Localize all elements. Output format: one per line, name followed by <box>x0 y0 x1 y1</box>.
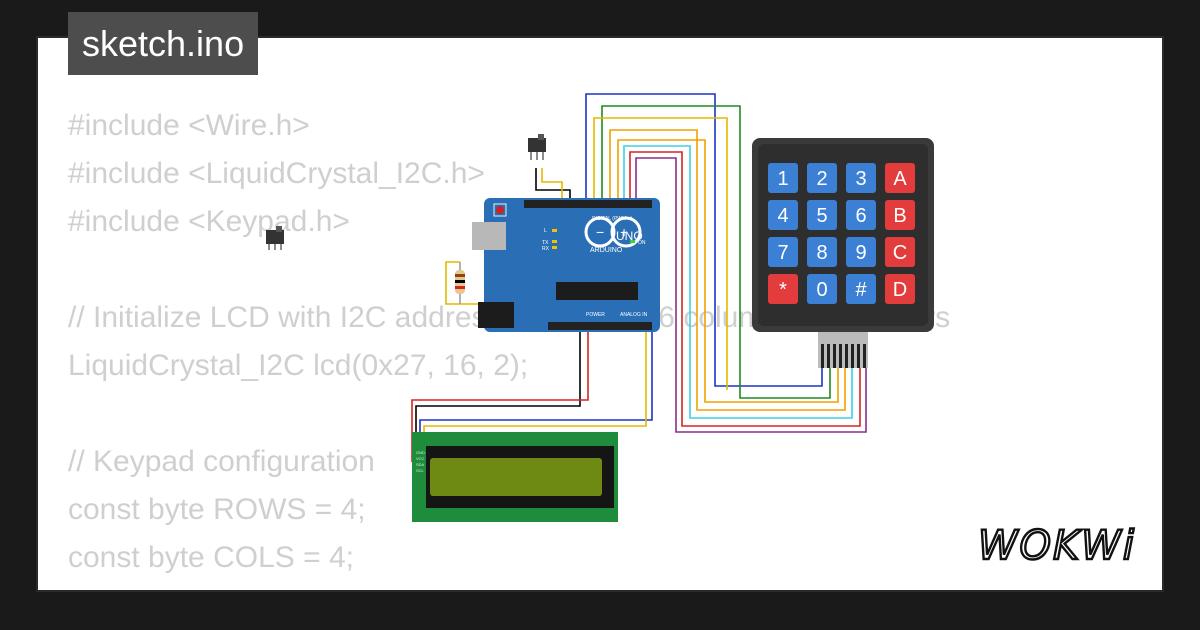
code-line: #include <Keypad.h> <box>68 205 350 238</box>
wire-yellow <box>593 117 728 390</box>
arduino-model-label: UNO <box>616 229 643 243</box>
keypad-key[interactable]: 3 <box>846 163 876 193</box>
keypad-key[interactable]: 1 <box>768 163 798 193</box>
keypad-pin <box>857 344 860 368</box>
keypad-key[interactable]: D <box>885 274 915 304</box>
keypad-pin <box>863 344 866 368</box>
keypad-key-label: 3 <box>855 168 866 190</box>
code-line: LiquidCrystal_I2C lcd(0x27, 16, 2); <box>68 349 529 382</box>
slide-switch-2[interactable] <box>266 226 284 250</box>
keypad-key[interactable]: 4 <box>768 200 798 230</box>
keypad-key-label: 7 <box>777 242 788 264</box>
resistor[interactable] <box>455 262 465 304</box>
file-tab[interactable]: sketch.ino <box>68 12 259 75</box>
keypad-key-label: # <box>855 279 867 301</box>
keypad-key[interactable]: 6 <box>846 200 876 230</box>
wokwi-logo-mark: WOKWi <box>977 522 1136 570</box>
slide-switch[interactable] <box>528 134 546 160</box>
keypad-key[interactable]: C <box>885 237 915 267</box>
circuit-diagram: − + UNO ARDUINO DIGITAL (PWM ~) POWER AN… <box>266 93 934 522</box>
svg-text:−: − <box>596 224 604 240</box>
keypad-pin <box>827 344 830 368</box>
keypad-key-label: 4 <box>777 205 788 227</box>
wire-orange-2 <box>617 139 839 403</box>
code-line: const byte COLS = 4; <box>68 541 354 574</box>
wire-orange <box>609 129 846 411</box>
code-line: #include <Wire.h> <box>68 109 310 142</box>
keypad-pin <box>845 344 848 368</box>
keypad-key-label: D <box>893 279 907 301</box>
keypad-key[interactable]: 8 <box>807 237 837 267</box>
arduino-rx-label: RX <box>542 246 550 252</box>
wire-switch-yellow <box>541 168 563 210</box>
code-line: // Keypad configuration <box>68 445 375 478</box>
keypad-key-label: 6 <box>855 205 866 227</box>
arduino-uno[interactable]: − + UNO ARDUINO DIGITAL (PWM ~) POWER AN… <box>472 198 660 332</box>
lcd-pin-label: VCC <box>416 456 425 461</box>
keypad-key[interactable]: 9 <box>846 237 876 267</box>
wire-purple <box>635 157 867 433</box>
wokwi-logo: WOKWi <box>976 522 1146 574</box>
lcd-pin-label: SDA <box>416 462 425 467</box>
arduino-power-label: POWER <box>586 312 605 318</box>
code-line: const byte ROWS = 4; <box>68 493 366 526</box>
keypad-key-label: 5 <box>816 205 827 227</box>
wire-green <box>601 105 831 399</box>
keypad[interactable]: 1 2 3 A 4 5 6 B 7 8 9 C * 0 # D <box>752 138 934 368</box>
arduino-on-label: ON <box>638 240 646 246</box>
keypad-key-label: 9 <box>855 242 866 264</box>
keypad-key-label: A <box>893 168 907 190</box>
wire-resistor-yellow <box>445 261 480 305</box>
keypad-key-label: 1 <box>777 168 788 190</box>
keypad-key-label: 8 <box>816 242 827 264</box>
wire-lcd-black <box>415 330 581 456</box>
keypad-key[interactable]: B <box>885 200 915 230</box>
keypad-key-label: 0 <box>816 279 827 301</box>
arduino-analog-label: ANALOG IN <box>620 312 648 318</box>
keypad-key[interactable]: 0 <box>807 274 837 304</box>
keypad-key-label: B <box>893 205 906 227</box>
keypad-pin <box>821 344 824 368</box>
arduino-tx-label: TX <box>542 240 549 246</box>
lcd-pin-label: GND <box>416 450 425 455</box>
code-line: #include <LiquidCrystal_I2C.h> <box>68 157 485 190</box>
keypad-key[interactable]: 5 <box>807 200 837 230</box>
wire-red <box>629 151 861 427</box>
arduino-brand-label: ARDUINO <box>590 247 623 254</box>
brand-name: WOKWi <box>978 523 1136 569</box>
keypad-key-label: C <box>893 242 907 264</box>
code-preview: #include <Wire.h> #include <LiquidCrystal… <box>68 102 950 592</box>
keypad-key[interactable]: A <box>885 163 915 193</box>
keypad-pin <box>851 344 854 368</box>
svg-text:+: + <box>620 224 628 240</box>
keypad-key[interactable]: 7 <box>768 237 798 267</box>
arduino-l-label: L <box>544 228 547 234</box>
lcd-pin-label: SCL <box>416 468 425 473</box>
wire-lcd-red <box>411 330 589 462</box>
keypad-key[interactable]: # <box>846 274 876 304</box>
arduino-digital-label: DIGITAL (PWM ~) <box>592 216 632 222</box>
keypad-pin <box>833 344 836 368</box>
keypad-pin <box>839 344 842 368</box>
code-line: char keys[ROWS][COLS] = { <box>68 582 950 592</box>
keypad-key-label: * <box>779 279 787 301</box>
keypad-key[interactable]: 2 <box>807 163 837 193</box>
keypad-key-label: 2 <box>816 168 827 190</box>
keypad-key[interactable]: * <box>768 274 798 304</box>
wire-blue <box>585 93 823 387</box>
wire-cyan <box>623 145 853 419</box>
